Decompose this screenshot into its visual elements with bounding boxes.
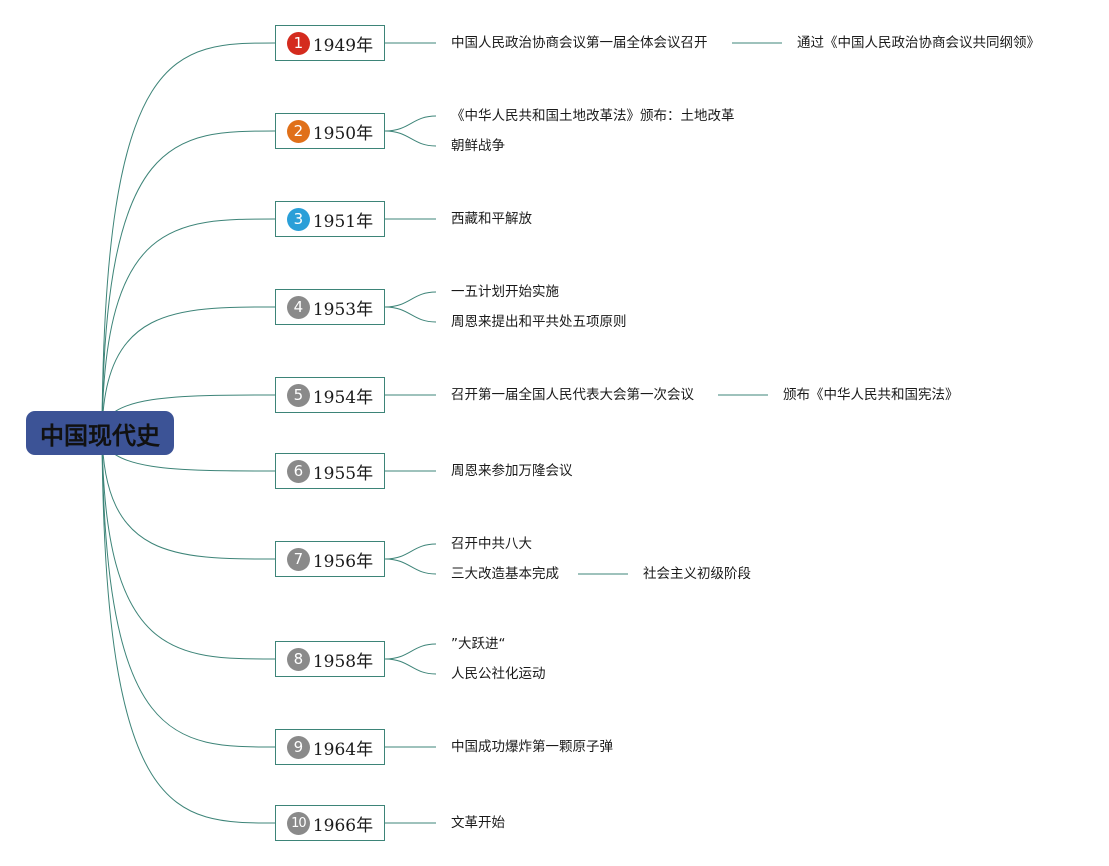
- event-label[interactable]: 周恩来参加万隆会议: [451, 463, 573, 479]
- root-to-year-link: [101, 432, 276, 748]
- year-label: 1964年: [312, 739, 374, 760]
- root-topic-label: 中国现代史: [40, 421, 160, 450]
- year-to-event-link: [384, 558, 437, 575]
- number-badge-icon: 8: [286, 647, 310, 671]
- sub-event-label[interactable]: 社会主义初级阶段: [643, 566, 751, 582]
- year-label: 1954年: [312, 387, 374, 408]
- year-to-event-link: [384, 130, 437, 147]
- root-to-year-link: [101, 218, 276, 434]
- year-label: 1955年: [312, 463, 374, 484]
- root-to-year-link: [101, 432, 276, 560]
- event-label[interactable]: 周恩来提出和平共处五项原则: [451, 314, 627, 330]
- year-to-event-link: [384, 543, 437, 560]
- number-badge-icon: 10: [286, 811, 310, 835]
- number-badge-icon: 3: [286, 207, 310, 231]
- root-topic[interactable]: 中国现代史: [26, 411, 174, 455]
- root-to-year-link: [101, 306, 276, 434]
- number-badge-icon: 2: [286, 119, 310, 143]
- year-to-event-link: [384, 291, 437, 308]
- event-label[interactable]: 朝鲜战争: [451, 138, 505, 154]
- number-badge-icon: 9: [286, 735, 310, 759]
- root-to-year-link: [101, 130, 276, 434]
- event-label[interactable]: 召开中共八大: [451, 536, 532, 552]
- event-label[interactable]: 人民公社化运动: [451, 666, 546, 682]
- event-label[interactable]: 三大改造基本完成: [451, 566, 559, 582]
- year-to-event-link: [384, 306, 437, 323]
- year-to-event-link: [384, 643, 437, 660]
- year-label: 1949年: [312, 35, 374, 56]
- year-label: 1951年: [312, 211, 374, 232]
- number-badge-icon: 1: [286, 31, 310, 55]
- event-label[interactable]: 中国成功爆炸第一颗原子弹: [451, 739, 613, 755]
- event-label[interactable]: 西藏和平解放: [451, 211, 532, 227]
- year-to-event-link: [384, 115, 437, 132]
- event-label[interactable]: 中国人民政治协商会议第一届全体会议召开: [451, 35, 708, 51]
- year-label: 1956年: [312, 551, 374, 572]
- year-label: 1953年: [312, 299, 374, 320]
- event-label[interactable]: 《中华人民共和国土地改革法》颁布：土地改革: [451, 108, 735, 124]
- root-to-year-link: [101, 42, 276, 434]
- sub-event-label[interactable]: 颁布《中华人民共和国宪法》: [783, 387, 959, 403]
- year-label: 1966年: [312, 815, 374, 836]
- root-to-year-link: [101, 432, 276, 824]
- number-badge-icon: 7: [286, 547, 310, 571]
- year-to-event-link: [384, 658, 437, 675]
- sub-event-label[interactable]: 通过《中国人民政治协商会议共同纲领》: [797, 35, 1040, 51]
- event-label[interactable]: ”大跃进“: [451, 636, 506, 652]
- year-label: 1958年: [312, 651, 374, 672]
- event-label[interactable]: 文革开始: [451, 815, 505, 831]
- event-label[interactable]: 一五计划开始实施: [451, 284, 559, 300]
- root-to-year-link: [101, 432, 276, 660]
- event-label[interactable]: 召开第一届全国人民代表大会第一次会议: [451, 387, 694, 403]
- number-badge-icon: 4: [286, 295, 310, 319]
- number-badge-icon: 5: [286, 383, 310, 407]
- number-badge-icon: 6: [286, 459, 310, 483]
- year-label: 1950年: [312, 123, 374, 144]
